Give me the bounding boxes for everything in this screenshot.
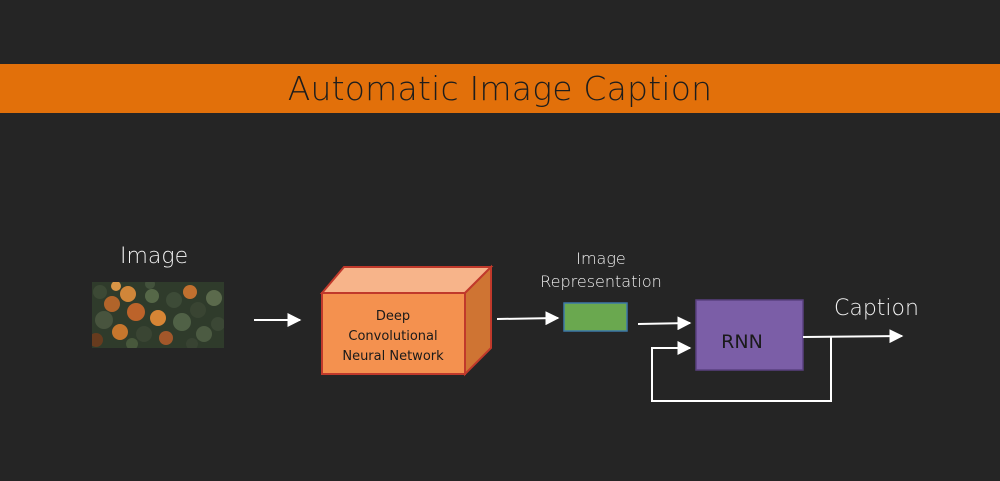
cnn-label-line2: Convolutional: [348, 329, 437, 344]
arrow-rnn-to-caption: [802, 329, 904, 344]
arrow-cnn-to-representation: [496, 311, 560, 326]
cnn-block: Deep Convolutional Neural Network: [319, 264, 494, 377]
caption-label: Caption: [834, 296, 919, 321]
rnn-feedback-loop: [651, 337, 832, 402]
image-representation-label-line2: Representation: [540, 272, 662, 291]
arrow-representation-to-rnn: [637, 316, 692, 331]
image-label: Image: [120, 244, 189, 269]
rnn-block: RNN: [695, 299, 804, 371]
title-band: Automatic Image Caption: [0, 64, 1000, 113]
page-title: Automatic Image Caption: [287, 69, 713, 108]
cnn-label-line3: Neural Network: [342, 349, 444, 364]
cnn-label-line1: Deep: [376, 309, 410, 324]
image-representation-label: Image Representation: [536, 247, 666, 293]
forest-image-thumbnail: [92, 282, 224, 348]
image-representation-block: [563, 302, 628, 332]
cnn-block-top-face: [319, 266, 494, 294]
image-representation-label-line1: Image: [576, 249, 626, 268]
cnn-block-front-face: [321, 292, 466, 375]
rnn-label: RNN: [721, 331, 763, 353]
rnn-block-rect: [695, 299, 804, 371]
